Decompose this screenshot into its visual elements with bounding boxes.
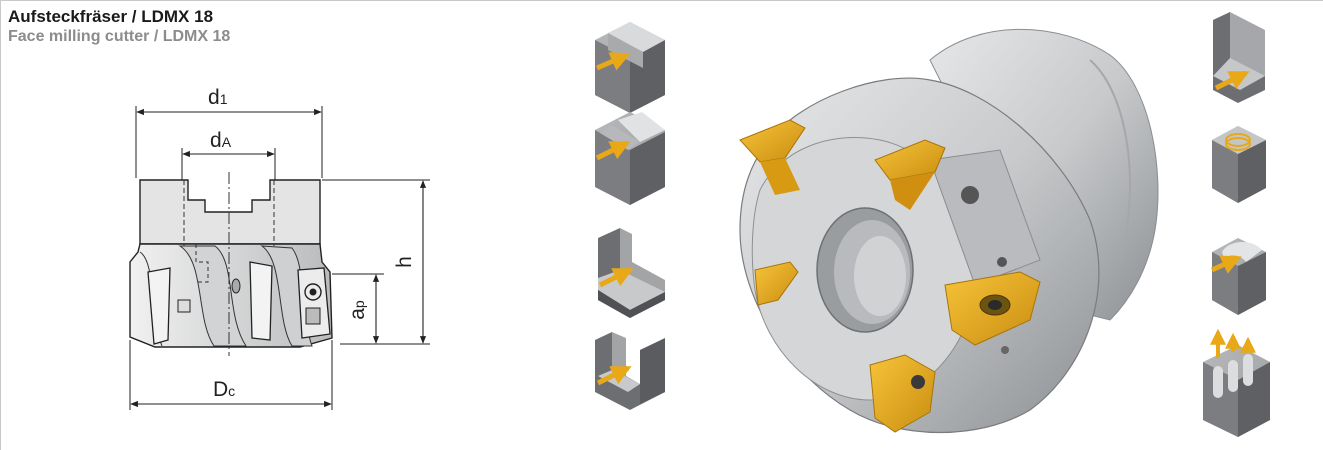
- angle-milling-icon: [598, 228, 665, 318]
- frame-top-border: [0, 0, 1323, 1]
- label-h: h: [393, 256, 416, 268]
- label-dA: dA: [210, 129, 232, 152]
- step-milling-icon: [1213, 12, 1265, 103]
- shoulder-milling-icon: [595, 22, 665, 113]
- dimension-Dc: Dc: [129, 340, 333, 410]
- technical-drawing: d1 dA h ap: [129, 86, 430, 410]
- plunge-milling-icon: [1203, 328, 1270, 437]
- frame-left-border: [0, 0, 1, 450]
- title-german: Aufsteckfräser / LDMX 18: [8, 7, 214, 26]
- dimension-dA: dA: [181, 129, 276, 180]
- contour-milling-icon: [1210, 238, 1266, 315]
- slot-milling-icon: [595, 332, 665, 410]
- cutter-side-view: [129, 172, 333, 356]
- dimension-d1: d1: [135, 86, 323, 178]
- dimension-ap: ap: [332, 273, 384, 344]
- helical-milling-icon: [1212, 126, 1266, 203]
- label-Dc: Dc: [213, 378, 235, 401]
- label-d1: d1: [208, 86, 228, 109]
- dimension-h: h: [322, 179, 430, 345]
- milling-cutter-3d-render: [739, 28, 1159, 434]
- chamfer-milling-icon: [595, 112, 665, 205]
- title-english: Face milling cutter / LDMX 18: [8, 28, 231, 45]
- label-ap: ap: [346, 300, 369, 320]
